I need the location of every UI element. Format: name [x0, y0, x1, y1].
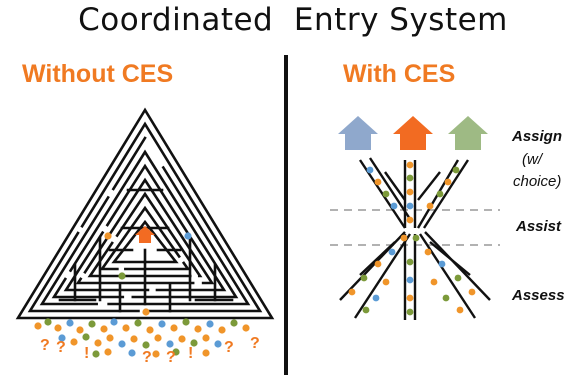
mark-1: ?: [56, 339, 66, 356]
without-ces-heading: Without CES: [22, 60, 174, 88]
confusion-marks: ? ? ! ? ? ! ? ?: [40, 335, 260, 366]
blue-house-icon: [338, 116, 378, 150]
maze-markers: [104, 226, 192, 316]
mark-5: !: [188, 345, 193, 362]
assign-note-line1: (w/: [522, 151, 542, 168]
mark-4: ?: [166, 349, 176, 366]
housing-options: [338, 116, 488, 150]
mark-2: !: [84, 345, 89, 362]
maze-house-icon: [135, 226, 155, 243]
green-house-icon: [448, 116, 488, 150]
with-ces-heading: With CES: [343, 60, 456, 88]
assign-note-line2: choice): [513, 173, 562, 190]
mark-3: ?: [142, 349, 152, 366]
mark-0: ?: [40, 337, 50, 354]
pathways: [339, 157, 491, 320]
stage-label-assist: Assist: [516, 218, 562, 235]
diagram-title: Coordinated Entry System: [78, 2, 508, 38]
people-in-pathways: [348, 161, 476, 316]
center-divider: [284, 55, 288, 375]
mark-6: ?: [224, 339, 234, 356]
maze: [15, 107, 275, 320]
stage-label-assess: Assess: [512, 287, 565, 304]
stage-label-assign: Assign: [512, 128, 563, 145]
orange-house-icon: [393, 116, 433, 150]
mark-7: ?: [250, 335, 260, 352]
waiting-crowd: [34, 318, 250, 358]
